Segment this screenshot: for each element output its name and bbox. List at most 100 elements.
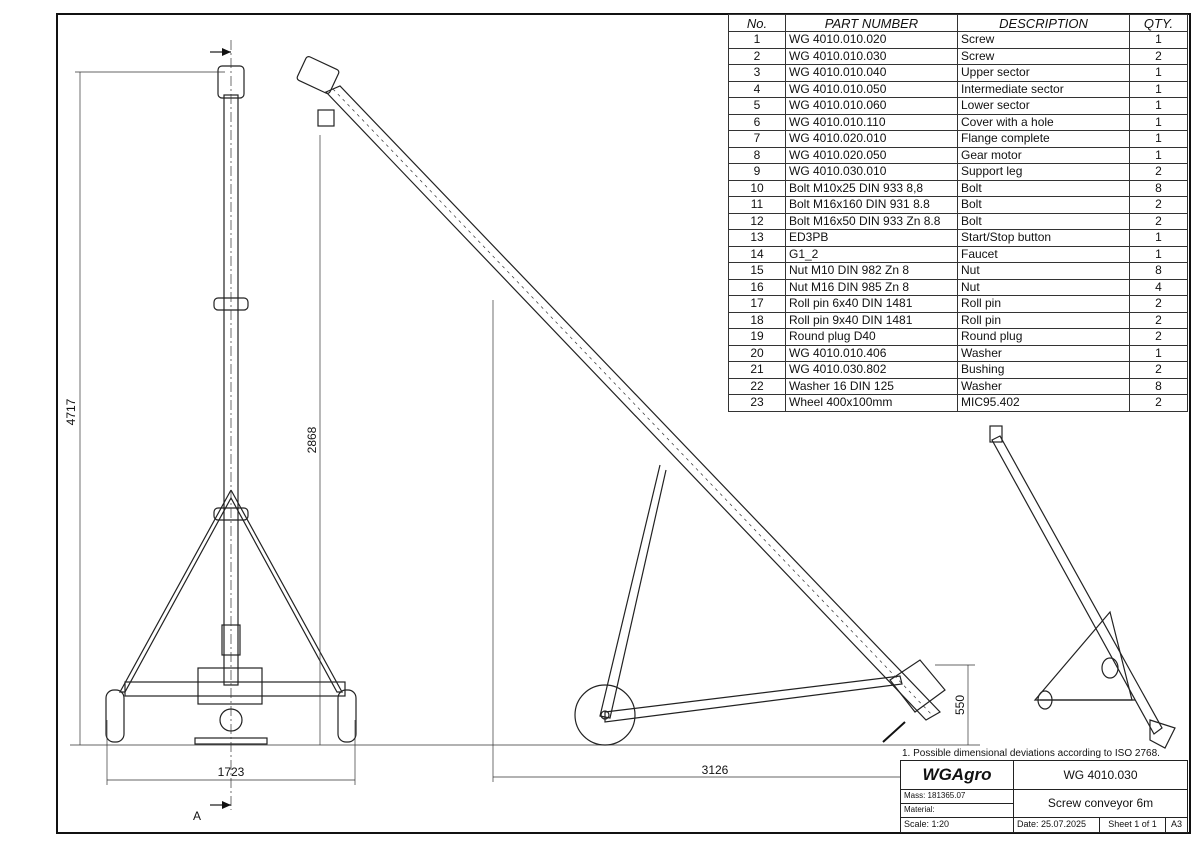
bom-no: 12 (728, 212, 786, 230)
bom-qty: 2 (1129, 47, 1188, 65)
bom-part-number: G1_2 (785, 245, 958, 263)
dim-side-height: 2868 (305, 426, 319, 453)
bom-no: 10 (728, 179, 786, 197)
front-axle (124, 681, 346, 697)
bom-description: Gear motor (957, 146, 1130, 164)
bom-part-number: Nut M16 DIN 985 Zn 8 (785, 278, 958, 296)
bom-description: Bolt (957, 179, 1130, 197)
sheet-border (56, 13, 1191, 834)
bom-qty: 2 (1129, 361, 1188, 379)
front-wheel-right (337, 689, 357, 743)
bom-description: Start/Stop button (957, 229, 1130, 247)
bom-qty: 1 (1129, 229, 1188, 247)
bom-description: Flange complete (957, 130, 1130, 148)
bom-header-part-number: PART NUMBER (785, 14, 958, 32)
side-support-leg (599, 464, 667, 719)
bom-qty: 4 (1129, 278, 1188, 296)
bom-qty: 1 (1129, 80, 1188, 98)
bom-qty: 2 (1129, 328, 1188, 346)
bom-description: MIC95.402 (957, 394, 1130, 412)
front-hopper (197, 667, 263, 705)
bom-part-number: Bolt M10x25 DIN 933 8,8 (785, 179, 958, 197)
bom-part-number: Roll pin 6x40 DIN 1481 (785, 295, 958, 313)
side-view: 2868 3126 550 (296, 55, 975, 782)
side-frame (604, 675, 903, 723)
bom-no: 11 (728, 196, 786, 214)
bom-part-number: WG 4010.030.802 (785, 361, 958, 379)
side-gear-motor (296, 55, 340, 95)
bom-no: 7 (728, 130, 786, 148)
bom-part-number: Wheel 400x100mm (785, 394, 958, 412)
bom-description: Round plug (957, 328, 1130, 346)
bom-part-number: WG 4010.010.030 (785, 47, 958, 65)
dim-side-length: 3126 (702, 763, 729, 777)
isometric-view (989, 425, 1176, 749)
bom-description: Washer (957, 344, 1130, 362)
bom-qty: 8 (1129, 262, 1188, 280)
material: Material: (900, 803, 1014, 818)
bom-no: 17 (728, 295, 786, 313)
section-label: A (193, 809, 201, 823)
tolerance-note: 1. Possible dimensional deviations accor… (902, 748, 1160, 759)
dim-hopper-height: 550 (953, 695, 967, 715)
bom-description: Roll pin (957, 295, 1130, 313)
bom-qty: 1 (1129, 344, 1188, 362)
side-hopper (889, 659, 946, 713)
bom-part-number: Washer 16 DIN 125 (785, 377, 958, 395)
bom-no: 14 (728, 245, 786, 263)
bom-header-description: DESCRIPTION (957, 14, 1130, 32)
dim-front-height: 4717 (64, 398, 78, 425)
bom-description: Bolt (957, 196, 1130, 214)
bom-part-number: WG 4010.010.406 (785, 344, 958, 362)
bom-part-number: WG 4010.030.010 (785, 163, 958, 181)
scale: Scale: 1:20 (900, 817, 1014, 833)
bom-qty: 2 (1129, 311, 1188, 329)
bom-qty: 2 (1129, 212, 1188, 230)
bom-no: 13 (728, 229, 786, 247)
paper-format: A3 (1165, 817, 1188, 833)
bom-no: 16 (728, 278, 786, 296)
bom-description: Upper sector (957, 64, 1130, 82)
drawing-title: Screw conveyor 6m (1013, 789, 1188, 818)
bom-description: Nut (957, 278, 1130, 296)
bom-description: Support leg (957, 163, 1130, 181)
bom-header-row: No. PART NUMBER DESCRIPTION QTY. (728, 14, 1188, 32)
bom-no: 15 (728, 262, 786, 280)
bom-header-qty: QTY. (1129, 14, 1188, 32)
bom-no: 19 (728, 328, 786, 346)
iso-tube (991, 435, 1163, 735)
bom-no: 3 (728, 64, 786, 82)
front-view: A 4717 1723 (64, 40, 357, 823)
bom-qty: 8 (1129, 377, 1188, 395)
bom-no: 2 (728, 47, 786, 65)
iso-wheel (1037, 690, 1053, 710)
bom-qty: 8 (1129, 179, 1188, 197)
bom-part-number: WG 4010.010.110 (785, 113, 958, 131)
bom-no: 22 (728, 377, 786, 395)
bom-part-number: WG 4010.010.060 (785, 97, 958, 115)
bom-qty: 1 (1129, 113, 1188, 131)
bom-description: Nut (957, 262, 1130, 280)
bom-qty: 2 (1129, 196, 1188, 214)
bom-description: Screw (957, 47, 1130, 65)
bom-description: Washer (957, 377, 1130, 395)
bom-part-number: WG 4010.010.020 (785, 31, 958, 49)
bom-description: Screw (957, 31, 1130, 49)
bom-header-no: No. (728, 14, 786, 32)
